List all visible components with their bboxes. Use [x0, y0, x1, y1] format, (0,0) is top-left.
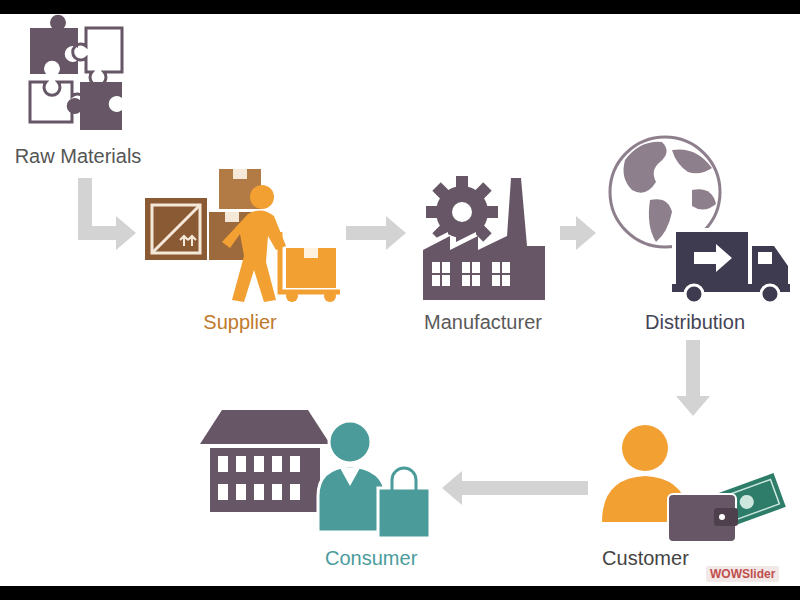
customer-icon: [602, 425, 787, 542]
node-label: Distribution: [645, 310, 745, 334]
flow-arrow: [560, 226, 576, 240]
consumer-icon: [200, 410, 430, 538]
supplier-icon: [145, 169, 340, 302]
consumer-node: Consumer: [196, 404, 436, 570]
flow-arrow: [686, 340, 700, 396]
flow-arrow: [85, 178, 116, 233]
watermark: WOWSlider: [706, 566, 779, 582]
flow-arrow: [346, 226, 386, 240]
raw-materials-node: Raw Materials: [6, 22, 150, 168]
node-label: Manufacturer: [424, 310, 542, 334]
puzzle-icon: [30, 15, 122, 130]
factory-icon: [420, 176, 545, 300]
supplier-node: Supplier: [138, 160, 342, 334]
flow-arrow: [462, 481, 588, 495]
globe-truck-icon: [610, 137, 790, 303]
node-label: Supplier: [203, 310, 276, 334]
node-label: Customer: [602, 546, 689, 570]
customer-node: Customer: [592, 420, 790, 570]
bottom-bar: [0, 586, 800, 600]
node-label: Raw Materials: [15, 144, 142, 168]
manufacturer-node: Manufacturer: [410, 170, 556, 334]
top-bar: [0, 0, 800, 14]
node-label: Consumer: [325, 546, 417, 570]
distribution-node: Distribution: [600, 134, 794, 334]
